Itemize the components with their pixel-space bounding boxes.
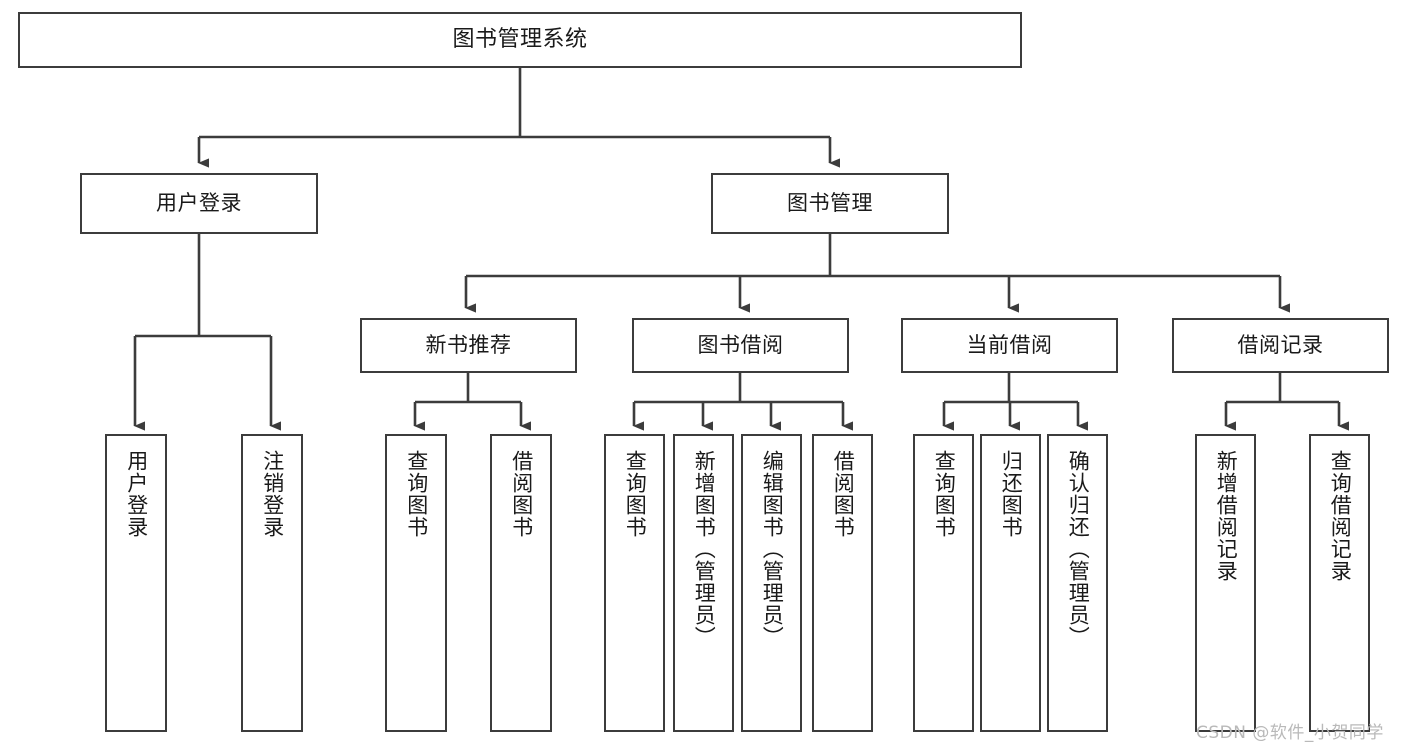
node-book-borrow-label: 图书借阅: [697, 333, 784, 358]
leaf-query-book-1-label: 查询图书: [404, 450, 429, 538]
leaf-query-book-2[interactable]: 查询图书: [604, 434, 665, 732]
node-book-borrow[interactable]: 图书借阅: [632, 318, 849, 373]
leaf-query-book-3[interactable]: 查询图书: [913, 434, 974, 732]
leaf-add-book[interactable]: 新增图书（管理员）: [673, 434, 734, 732]
node-new-book-recommend[interactable]: 新书推荐: [360, 318, 577, 373]
leaf-confirm-return-label: 确认归还（管理员）: [1066, 450, 1091, 648]
leaf-borrow-book-1[interactable]: 借阅图书: [490, 434, 552, 732]
leaf-confirm-return[interactable]: 确认归还（管理员）: [1047, 434, 1108, 732]
node-root-system-label: 图书管理系统: [452, 27, 588, 53]
leaf-edit-book-label: 编辑图书（管理员）: [760, 450, 785, 648]
leaf-borrow-book-2-label: 借阅图书: [831, 450, 856, 538]
leaf-borrow-book-2[interactable]: 借阅图书: [812, 434, 873, 732]
leaf-logout-login[interactable]: 注销登录: [241, 434, 303, 732]
leaf-return-book[interactable]: 归还图书: [980, 434, 1041, 732]
leaf-add-record[interactable]: 新增借阅记录: [1195, 434, 1256, 732]
node-user-login-label: 用户登录: [156, 191, 242, 216]
leaf-query-record[interactable]: 查询借阅记录: [1309, 434, 1370, 732]
node-current-borrow-label: 当前借阅: [966, 333, 1053, 358]
leaf-borrow-book-1-label: 借阅图书: [509, 450, 534, 538]
node-book-manage-label: 图书管理: [787, 191, 873, 216]
watermark: CSDN @软件_小贺同学: [1196, 723, 1384, 743]
leaf-edit-book[interactable]: 编辑图书（管理员）: [741, 434, 802, 732]
leaf-add-book-label: 新增图书（管理员）: [692, 450, 717, 648]
leaf-user-login-label: 用户登录: [124, 450, 149, 538]
leaf-return-book-label: 归还图书: [999, 450, 1024, 538]
node-book-manage[interactable]: 图书管理: [711, 173, 949, 234]
node-new-book-recommend-label: 新书推荐: [425, 333, 512, 358]
node-user-login[interactable]: 用户登录: [80, 173, 318, 234]
node-root-system[interactable]: 图书管理系统: [18, 12, 1022, 68]
leaf-logout-login-label: 注销登录: [260, 450, 285, 538]
leaf-query-book-2-label: 查询图书: [623, 450, 648, 538]
leaf-user-login[interactable]: 用户登录: [105, 434, 167, 732]
leaf-query-book-1[interactable]: 查询图书: [385, 434, 447, 732]
leaf-add-record-label: 新增借阅记录: [1214, 450, 1239, 582]
leaf-query-book-3-label: 查询图书: [932, 450, 957, 538]
node-borrow-record-label: 借阅记录: [1237, 333, 1324, 358]
node-current-borrow[interactable]: 当前借阅: [901, 318, 1118, 373]
leaf-query-record-label: 查询借阅记录: [1328, 450, 1353, 582]
node-borrow-record[interactable]: 借阅记录: [1172, 318, 1389, 373]
